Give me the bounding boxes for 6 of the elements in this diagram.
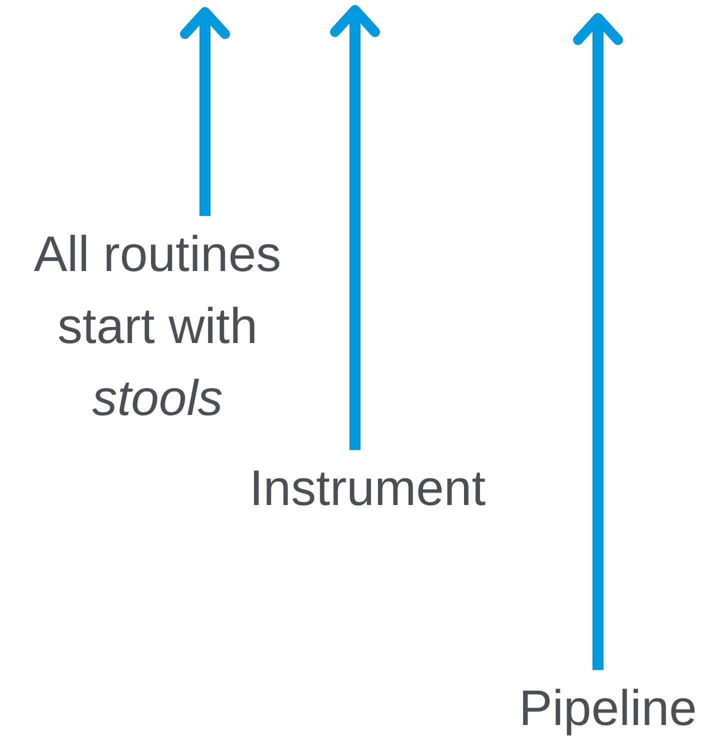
text-label: All routines start with stools (32, 225, 282, 428)
arrow (330, 5, 380, 450)
text-label: Pipeline (518, 679, 698, 736)
arrow (573, 13, 623, 670)
text-label: Instrument (248, 459, 487, 518)
arrow (180, 7, 230, 216)
